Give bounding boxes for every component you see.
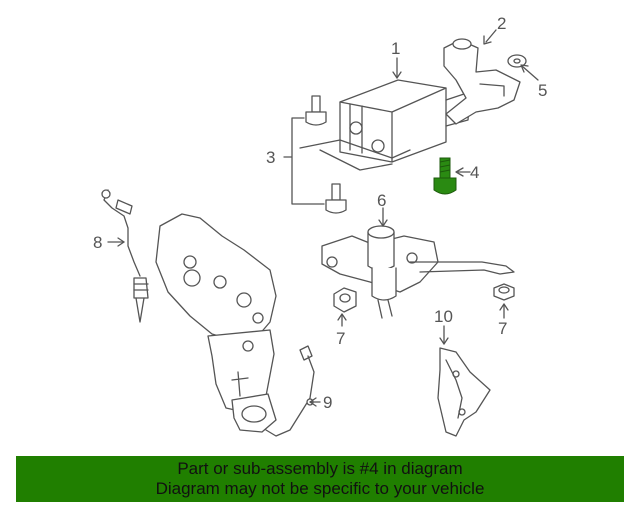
banner-line-1: Part or sub-assembly is #4 in diagram (177, 459, 463, 478)
bolt-part-3-upper[interactable] (305, 95, 327, 126)
leader-lines (107, 29, 539, 407)
heat-shield-part-10[interactable] (437, 347, 491, 437)
callout-10: 10 (434, 307, 453, 326)
bolt-part-3-lower[interactable] (325, 183, 347, 214)
bolt-part-4-highlighted[interactable] (433, 157, 457, 195)
canister-part-1[interactable] (299, 79, 471, 171)
solenoid-part-6[interactable] (321, 225, 515, 319)
banner-line-2: Diagram may not be specific to your vehi… (155, 479, 485, 498)
callout-2: 2 (497, 14, 506, 33)
callout-5: 5 (538, 81, 547, 100)
washer-part-5[interactable] (507, 54, 527, 68)
callout-7-right: 7 (498, 319, 507, 338)
bracket-part-2[interactable] (443, 38, 521, 125)
callout-6: 6 (377, 191, 386, 210)
nut-part-7-left[interactable] (333, 287, 357, 313)
callout-4: 4 (470, 163, 479, 182)
oxygen-sensor-part-8[interactable] (101, 189, 149, 323)
callout-7-left: 7 (336, 329, 345, 348)
info-banner: Part or sub-assembly is #4 in diagram Di… (16, 456, 624, 502)
callout-1: 1 (391, 39, 400, 58)
callout-8: 8 (93, 233, 102, 252)
exhaust-manifold[interactable] (155, 213, 277, 433)
callout-3: 3 (266, 148, 275, 167)
parts-diagram: 1 2 5 3 4 6 8 7 7 9 10 (93, 14, 547, 437)
nut-part-7-right[interactable] (493, 283, 515, 301)
callout-9: 9 (323, 393, 332, 412)
